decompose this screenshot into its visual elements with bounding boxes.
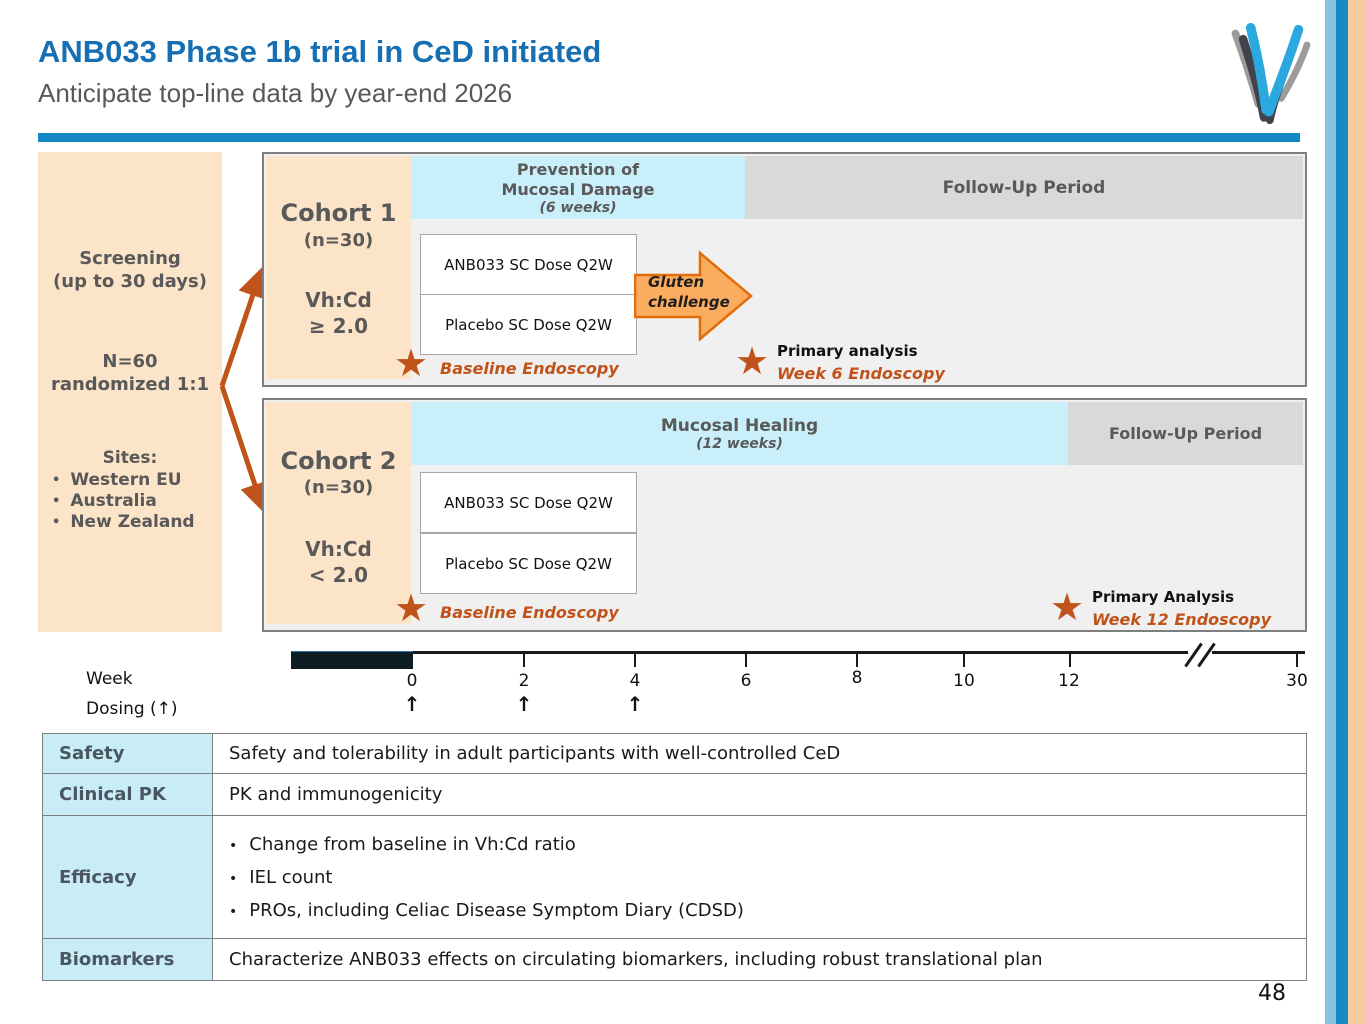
cohort1-primary-endoscopy-label: Week 6 Endoscopy (777, 364, 945, 383)
list-item: • Change from baseline in Vh:Cd ratio (229, 833, 576, 855)
endoscopy-star-icon: ★ (1050, 585, 1085, 629)
cohort2-arm-anb033: ANB033 SC Dose Q2W (420, 472, 637, 533)
dosing-arrow-icon: ↑ (626, 692, 644, 716)
row-label-clinical-pk: Clinical PK (43, 774, 213, 815)
gluten-challenge-arrow-icon (634, 250, 753, 342)
table-row: Safety Safety and tolerability in adult … (43, 734, 1306, 773)
cohort2-arm-placebo: Placebo SC Dose Q2W (420, 533, 637, 594)
sites-label: Sites: (102, 448, 158, 468)
row-content: Characterize ANB033 effects on circulati… (229, 949, 1043, 970)
cohort2-baseline-endoscopy-label: Baseline Endoscopy (440, 603, 619, 622)
dosing-arrow-icon: ↑ (403, 692, 421, 716)
bullet-icon: • (229, 903, 238, 920)
list-item: • New Zealand (52, 512, 195, 532)
axis-tick (856, 653, 858, 667)
axis-break-gap (1188, 648, 1212, 657)
screening-title: Screening (up to 30 days) (53, 248, 207, 292)
bullet-icon: • (52, 494, 61, 509)
cohort2-phase-header: Mucosal Healing (12 weeks) (411, 402, 1068, 465)
list-item: • Australia (52, 491, 157, 511)
axis-tick-label: 12 (1058, 671, 1080, 691)
bullet-icon: • (52, 473, 61, 488)
week-axis-label: Week (86, 669, 133, 689)
axis-tick-label: 4 (629, 671, 641, 691)
cohort1-followup-header: Follow-Up Period (745, 156, 1303, 219)
row-content: Safety and tolerability in adult partici… (229, 743, 841, 764)
cohort1-arm-anb033: ANB033 SC Dose Q2W (420, 234, 637, 295)
table-row: Efficacy • Change from baseline in Vh:Cd… (43, 815, 1306, 938)
bullet-icon: • (52, 515, 61, 530)
table-row: Clinical PK PK and immunogenicity (43, 773, 1306, 815)
axis-tick-label: 6 (740, 671, 752, 691)
cohort2-box (266, 402, 411, 624)
bullet-icon: • (229, 870, 238, 887)
edge-stripe-dark-blue (1336, 0, 1348, 1024)
dosing-arrow-icon: ↑ (515, 692, 533, 716)
axis-tick-label: 0 (406, 671, 418, 691)
table-row: Biomarkers Characterize ANB033 effects o… (43, 938, 1306, 980)
cohort1-baseline-endoscopy-label: Baseline Endoscopy (440, 359, 619, 378)
axis-tick-label: 2 (518, 671, 530, 691)
screening-period-bar (291, 651, 413, 669)
axis-tick (963, 653, 965, 667)
bullet-icon: • (229, 837, 238, 854)
endoscopy-star-icon: ★ (735, 339, 770, 383)
row-label-efficacy: Efficacy (43, 816, 213, 938)
axis-tick (1069, 653, 1071, 667)
cohort2-n: (n=30) (303, 477, 374, 498)
edge-stripe-light-blue (1325, 0, 1336, 1024)
row-content: • Change from baseline in Vh:Cd ratio • … (213, 816, 1306, 938)
page-title: ANB033 Phase 1b trial in CeD initiated (38, 34, 602, 69)
cohort1-phase-header: Prevention of Mucosal Damage (6 weeks) (411, 156, 745, 219)
axis-tick-label: 8 (851, 668, 863, 688)
page-subtitle: Anticipate top-line data by year-end 202… (38, 78, 513, 108)
list-item: • PROs, including Celiac Disease Symptom… (229, 899, 744, 921)
axis-tick-label: 10 (953, 671, 975, 691)
week-axis-line (291, 651, 1305, 654)
cohort2-primary-endoscopy-label: Week 12 Endoscopy (1092, 610, 1272, 629)
objectives-table: Safety Safety and tolerability in adult … (42, 733, 1307, 981)
cohort1-box (266, 156, 411, 379)
cohort2-criteria: Vh:Cd < 2.0 (305, 537, 372, 587)
gluten-challenge-label: Gluten challenge (648, 273, 730, 311)
randomization-arrows-icon (219, 266, 270, 514)
cohort2-followup-header: Follow-Up Period (1068, 402, 1303, 465)
list-item: • Western EU (52, 470, 182, 490)
screening-n: N=60 randomized 1:1 (50, 351, 210, 395)
cohort1-criteria: Vh:Cd ≥ 2.0 (305, 288, 372, 338)
screening-box (38, 152, 222, 632)
axis-tick (634, 653, 636, 667)
cohort1-n: (n=30) (303, 230, 374, 251)
dosing-axis-label: Dosing (↑) (86, 699, 178, 719)
cohort1-primary-analysis-label: Primary analysis (777, 342, 918, 360)
axis-tick (523, 653, 525, 667)
axis-tick-label: 30 (1286, 671, 1308, 691)
page-number: 48 (1258, 981, 1286, 1006)
endoscopy-star-icon: ★ (394, 341, 429, 385)
sites-list: • Western EU • Australia • New Zealand (52, 470, 217, 533)
row-label-safety: Safety (43, 734, 213, 773)
edge-stripe-peach (1348, 0, 1365, 1024)
brand-logo-icon (1231, 22, 1311, 125)
cohort2-name: Cohort 2 (280, 447, 397, 475)
cohort2-primary-analysis-label: Primary Analysis (1092, 588, 1235, 606)
row-content: PK and immunogenicity (229, 784, 443, 805)
row-label-biomarkers: Biomarkers (43, 939, 213, 980)
cohort1-arm-placebo: Placebo SC Dose Q2W (420, 294, 637, 355)
axis-tick (1296, 653, 1298, 667)
endoscopy-star-icon: ★ (394, 586, 429, 630)
cohort1-name: Cohort 1 (280, 199, 397, 227)
axis-tick (745, 653, 747, 667)
list-item: • IEL count (229, 866, 333, 888)
header-divider-bar (38, 133, 1300, 142)
